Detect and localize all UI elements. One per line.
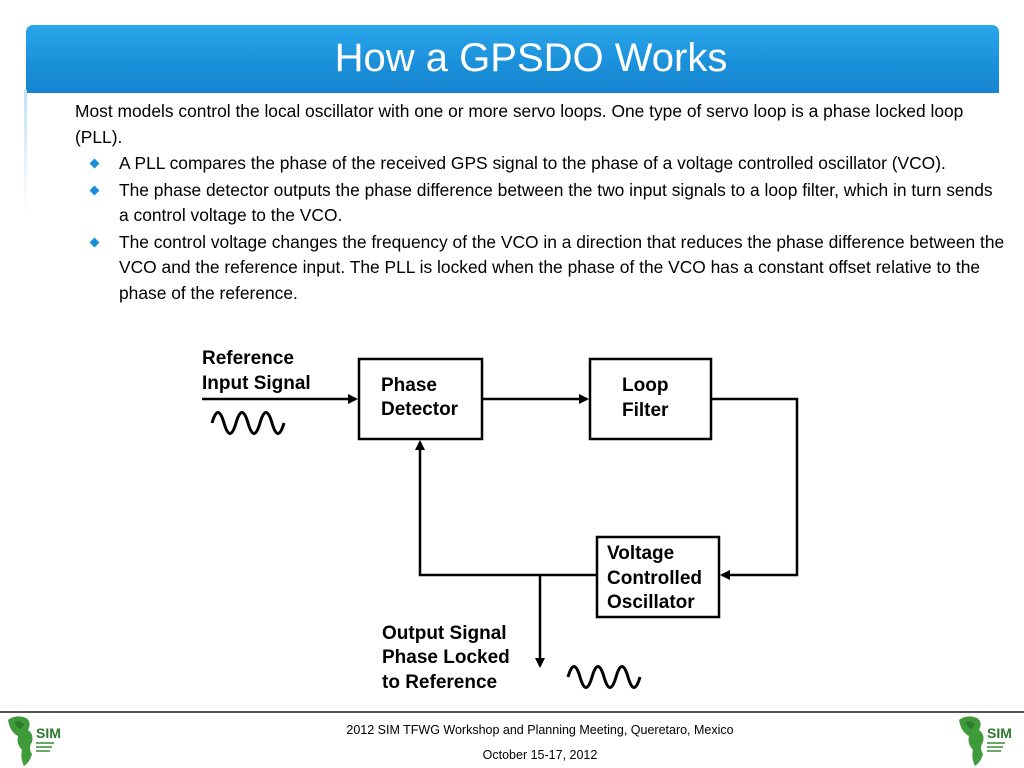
- loop-filter-box: [588, 357, 713, 441]
- footer-date: October 15-17, 2012: [482, 748, 598, 762]
- feedback-arrow: [415, 440, 597, 577]
- title-bar: [26, 25, 999, 93]
- output-label-line1: Output Signal: [382, 623, 507, 644]
- loop-filter-label-line1: Loop: [622, 375, 668, 396]
- phase-detector-label-line1: Phase: [381, 375, 437, 396]
- vco-label-line3: Oscillator: [607, 592, 695, 613]
- bullet-list: A PLL compares the phase of the received…: [75, 151, 1005, 306]
- bullet-text: A PLL compares the phase of the received…: [119, 153, 946, 173]
- bullet-item: The control voltage changes the frequenc…: [75, 230, 1005, 307]
- bullet-item: A PLL compares the phase of the received…: [75, 151, 1005, 177]
- sim-logo-text: SIM: [987, 725, 1012, 741]
- phase-detector-label-line2: Detector: [381, 399, 459, 420]
- footer-divider: [0, 711, 1024, 713]
- output-wave-icon: [566, 665, 642, 689]
- reference-label-line1: Reference: [202, 348, 294, 369]
- sim-logo: SIM: [8, 716, 61, 766]
- intro-paragraph: Most models control the local oscillator…: [75, 101, 964, 147]
- loop-filter-label-line2: Filter: [622, 400, 669, 421]
- bullet-text: The control voltage changes the frequenc…: [119, 231, 1005, 303]
- filter-to-vco-arrow: [711, 397, 799, 580]
- output-label-line2: Phase Locked: [382, 647, 510, 668]
- vco-label-line1: Voltage: [607, 543, 674, 564]
- bullet-text: The phase detector outputs the phase dif…: [119, 179, 993, 226]
- reference-label-line2: Input Signal: [202, 373, 311, 394]
- bullet-item: The phase detector outputs the phase dif…: [75, 178, 1005, 229]
- slide-title: How a GPSDO Works: [334, 36, 728, 80]
- output-label-line3: to Reference: [382, 672, 497, 693]
- sim-logo: SIM: [959, 716, 1012, 766]
- slide-content: Most models control the local oscillator…: [75, 99, 1005, 307]
- phase-detector-box: [357, 357, 484, 441]
- sim-logo-text: SIM: [36, 725, 61, 741]
- vco-label-line2: Controlled: [607, 568, 702, 589]
- reference-wave-icon: [210, 411, 286, 435]
- footer-event: 2012 SIM TFWG Workshop and Planning Meet…: [346, 723, 734, 737]
- vco-box: [595, 535, 721, 619]
- decorative-side-line: [24, 90, 27, 215]
